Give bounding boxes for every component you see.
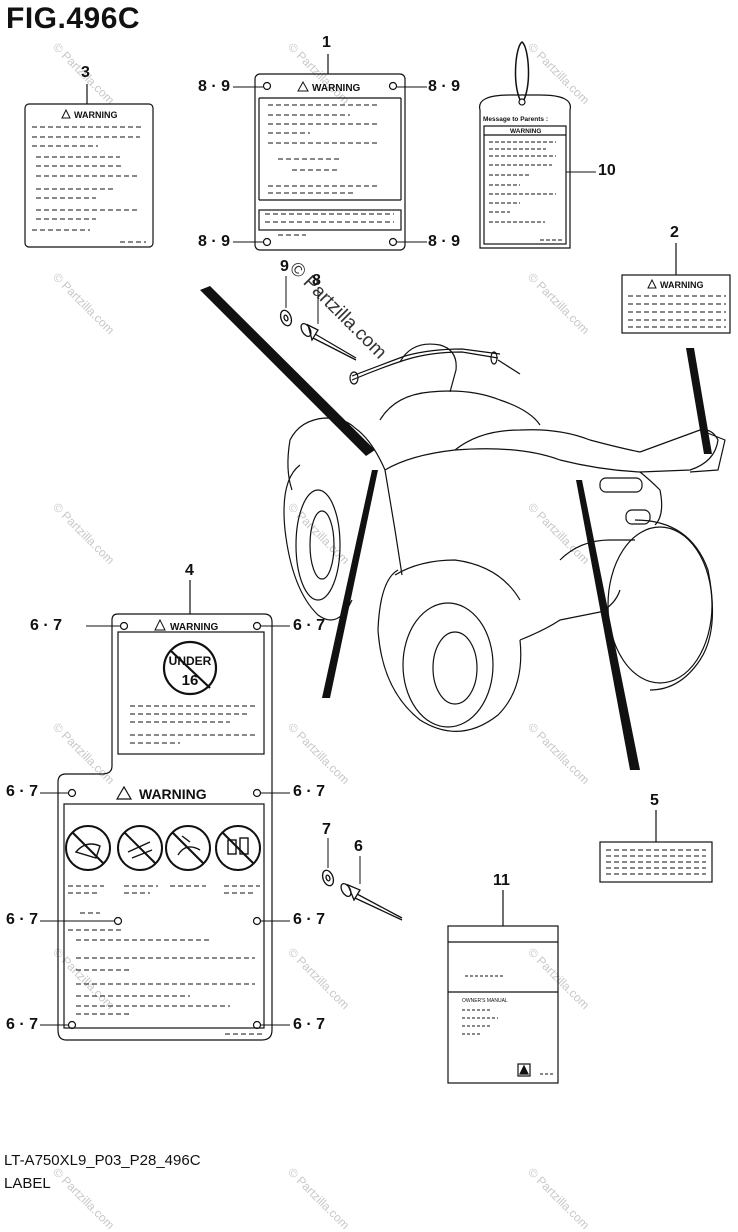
owners-manual-11[interactable] [447, 925, 559, 1084]
under16-number: 16 [182, 672, 199, 689]
washer-7[interactable] [321, 869, 336, 887]
callout-8-9[interactable]: 8 · 9 [428, 78, 461, 95]
callout-7[interactable]: 7 [322, 821, 331, 838]
label-3[interactable] [24, 103, 154, 248]
callout-8-9[interactable]: 8 · 9 [428, 233, 461, 250]
callout-6[interactable]: 6 [354, 838, 363, 855]
warning-text: WARNING [74, 110, 118, 120]
callout-10[interactable]: 10 [598, 162, 616, 179]
warning-header: WARNING [115, 785, 207, 802]
callout-2[interactable]: 2 [670, 224, 679, 241]
callout-8-9[interactable]: 8 · 9 [198, 233, 231, 250]
rivet-6[interactable] [339, 882, 403, 921]
callout-6-7[interactable]: 6 · 7 [30, 617, 63, 634]
callout-3[interactable]: 3 [81, 64, 90, 81]
warning-text: WARNING [660, 280, 704, 290]
callout-5[interactable]: 5 [650, 792, 659, 809]
callout-6-7[interactable]: 6 · 7 [293, 911, 326, 928]
warning-header: WARNING [647, 278, 704, 290]
callout-6-7[interactable]: 6 · 7 [6, 783, 39, 800]
callout-6-7[interactable]: 6 · 7 [293, 1016, 326, 1033]
parts-diagram: WARNING WARNING [24, 41, 731, 1084]
callout-6-7[interactable]: 6 · 7 [293, 783, 326, 800]
callout-1[interactable]: 1 [322, 34, 331, 51]
rivet-8[interactable] [299, 322, 357, 361]
warning-text: WARNING [170, 622, 219, 633]
warning-header: WARNING [61, 108, 118, 120]
label-2[interactable] [621, 274, 731, 334]
warning-header: WARNING [154, 618, 219, 633]
parents-tag-text: Message to Parents : [483, 116, 548, 123]
callout-6-7[interactable]: 6 · 7 [6, 1016, 39, 1033]
under16-text: UNDER [169, 654, 212, 668]
callout-4[interactable]: 4 [185, 562, 194, 579]
callout-8[interactable]: 8 [312, 272, 321, 289]
callout-6-7[interactable]: 6 · 7 [6, 911, 39, 928]
callout-6-7[interactable]: 6 · 7 [293, 617, 326, 634]
label-4[interactable] [57, 613, 273, 1041]
diagram-code: LT-A750XL9_P03_P28_496C [4, 1152, 201, 1169]
label-5[interactable] [599, 841, 713, 883]
atv-outline [283, 343, 726, 732]
warning-text: WARNING [139, 786, 207, 802]
manual-title-text: OWNER'S MANUAL [462, 998, 508, 1004]
figure-title: FIG.496C [6, 2, 141, 35]
warning-header: WARNING [297, 80, 361, 94]
warning-text: WARNING [312, 83, 361, 94]
callout-8-9[interactable]: 8 · 9 [198, 78, 231, 95]
callout-9[interactable]: 9 [280, 258, 289, 275]
leader-wedges [200, 286, 712, 770]
callout-11[interactable]: 11 [493, 872, 510, 889]
warning-text: WARNING [510, 128, 541, 135]
label-10-hang-tag[interactable] [478, 41, 572, 249]
washer-9[interactable] [279, 309, 294, 327]
section-name: LABEL [4, 1175, 51, 1192]
label-1[interactable] [254, 73, 406, 251]
